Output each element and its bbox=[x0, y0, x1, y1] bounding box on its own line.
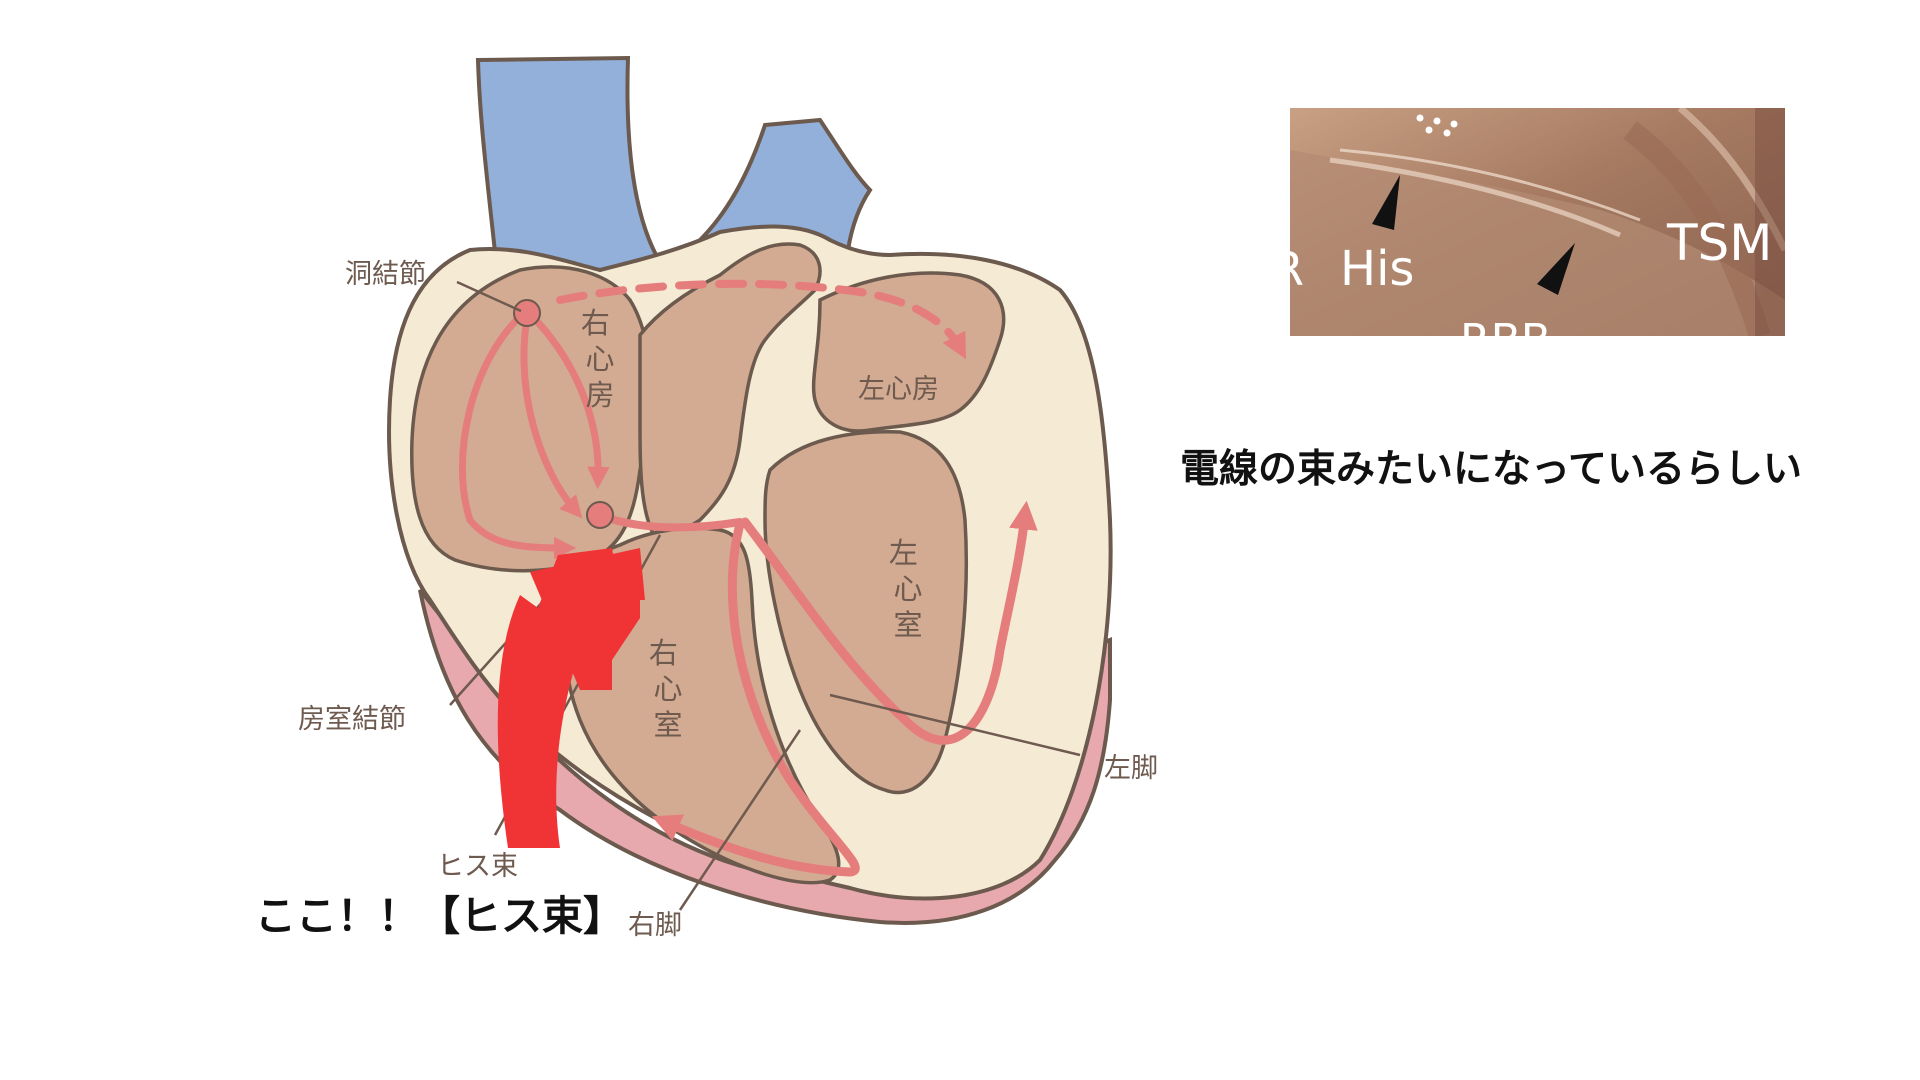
photo-label-partial-bottom: RBB bbox=[1460, 315, 1551, 366]
photo-label-tsm: TSM bbox=[1666, 214, 1772, 272]
label-left-ventricle: 左 心室 bbox=[889, 536, 927, 642]
heart bbox=[387, 55, 1113, 925]
note-text: 電線の束みたいになっているらしい bbox=[1180, 447, 1803, 492]
left-ventricle bbox=[763, 430, 969, 795]
photo-label-his: His bbox=[1340, 241, 1414, 297]
label-his-bundle: ヒス束 bbox=[437, 851, 518, 882]
label-left-bundle: 左脚 bbox=[1104, 753, 1158, 784]
label-right-atrium: 右 心房 bbox=[581, 306, 619, 412]
av-node bbox=[586, 501, 614, 529]
label-av-node: 房室結節 bbox=[298, 704, 406, 735]
sa-node bbox=[513, 299, 541, 327]
internodal-tract-1 bbox=[458, 308, 577, 560]
left-bundle-branch bbox=[740, 500, 1038, 745]
dissection-photo: R His TSM RBB bbox=[1272, 108, 1785, 366]
label-sa-node: 洞結節 bbox=[345, 259, 426, 290]
arrowhead-marker-1 bbox=[1372, 175, 1400, 230]
callout-text: ここ！！【ヒス束】 bbox=[255, 892, 624, 940]
internodal-tract-3 bbox=[528, 312, 610, 490]
bachmann-bundle bbox=[556, 279, 967, 360]
label-left-atrium: 左心房 bbox=[858, 374, 939, 405]
right-bundle-branch bbox=[651, 519, 860, 877]
his-bundle-path bbox=[598, 512, 744, 532]
label-right-ventricle: 右 心室 bbox=[649, 636, 687, 742]
callout-arrowhead bbox=[530, 548, 645, 690]
internodal-tract-2 bbox=[520, 314, 583, 519]
left-atrium bbox=[811, 271, 1006, 433]
conduction-system bbox=[458, 279, 1038, 877]
arrowhead-marker-2 bbox=[1537, 243, 1575, 295]
photo-label-partial-left: R bbox=[1272, 242, 1304, 296]
label-right-bundle: 右脚 bbox=[628, 910, 682, 941]
